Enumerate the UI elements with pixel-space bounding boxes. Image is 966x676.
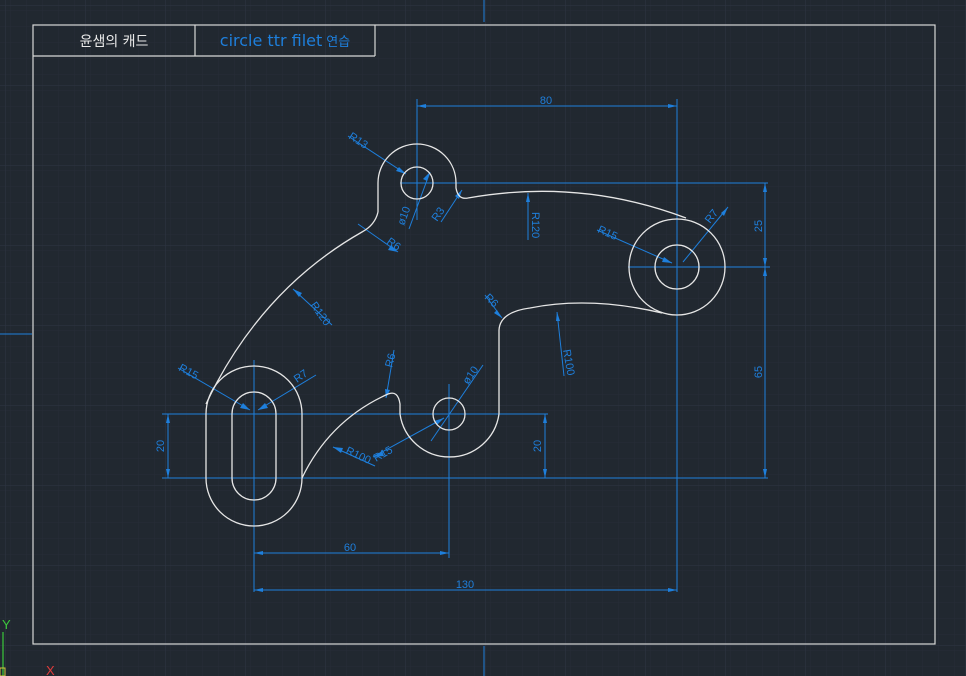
dim-130: 130 bbox=[456, 579, 474, 591]
dim-25: 25 bbox=[753, 220, 765, 232]
middle-boss-outer bbox=[387, 330, 500, 458]
ucs-y-label: Y bbox=[2, 617, 11, 632]
dim-20-left: 20 bbox=[155, 440, 167, 452]
right-boss-circle bbox=[628, 218, 726, 316]
title-block-author: 윤샘의 캐드 bbox=[79, 33, 149, 50]
ucs-icon: Y X bbox=[0, 617, 55, 676]
right-hole-circle bbox=[654, 244, 700, 290]
dim-r120-top: R120 bbox=[529, 212, 541, 238]
dim-65: 65 bbox=[753, 366, 765, 378]
ucs-x-label: X bbox=[46, 663, 55, 676]
top-boss-outer bbox=[377, 143, 469, 212]
dim-r6-low: R6 bbox=[383, 352, 398, 369]
dim-60: 60 bbox=[344, 542, 356, 554]
exercise-suffix: 연습 bbox=[326, 35, 351, 50]
outer-arc-r120 bbox=[205, 211, 379, 405]
drawing-frame bbox=[32, 24, 936, 645]
top-edge-r120 bbox=[467, 190, 687, 219]
dim-80: 80 bbox=[540, 95, 552, 107]
dim-r100-right: R100 bbox=[560, 348, 576, 376]
title-block-exercise: circle ttr filet 연습 bbox=[195, 25, 375, 56]
top-hole-circle bbox=[400, 166, 434, 200]
middle-hole-circle bbox=[432, 397, 466, 431]
lower-left-r100 bbox=[301, 393, 389, 479]
lower-arm-r100 bbox=[498, 302, 663, 331]
dim-20-right: 20 bbox=[532, 440, 544, 452]
left-slot-inner bbox=[231, 391, 277, 501]
exercise-title: circle ttr filet bbox=[219, 31, 323, 50]
part-geometry bbox=[205, 143, 726, 527]
